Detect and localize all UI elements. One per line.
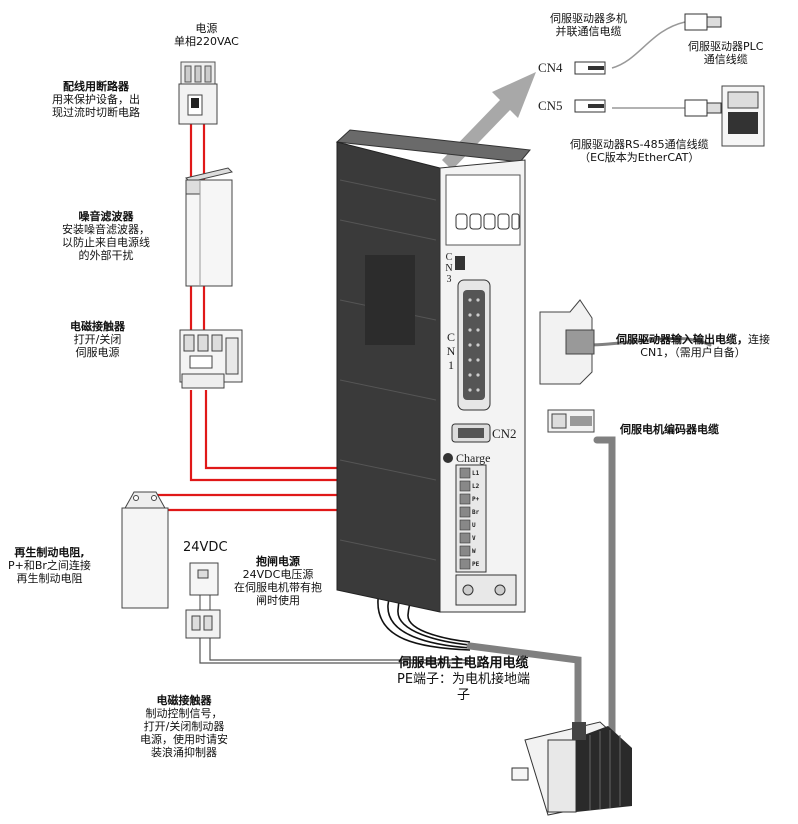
cn3-label: C N 3 xyxy=(445,252,453,285)
main-cable-label: 伺服电机主电路用电缆 PE端子：为电机接地端 子 xyxy=(397,656,531,703)
terminal-p: P+ xyxy=(472,496,480,503)
encoder-cable-label: 伺服电机编码器电缆 xyxy=(620,423,719,436)
noise-filter-label: 噪音滤波器 安装噪音滤波器， 以防止来自电源线 的外部干扰 xyxy=(62,210,150,262)
io-connector xyxy=(539,299,595,385)
rj45-plug-top xyxy=(684,13,722,31)
io-cable-label: 伺服驱动器输入输出电缆，连接 CN1，（需用户自备） xyxy=(616,333,770,359)
multi-cable-label: 伺服驱动器多机 并联通信电缆 xyxy=(550,12,627,38)
plc-device xyxy=(721,85,765,147)
noise-filter xyxy=(185,167,233,287)
cn5-label: CN5 xyxy=(538,98,563,113)
cn1-label: C N 1 xyxy=(446,330,456,372)
encoder-connector xyxy=(547,409,595,433)
plc-cable-label: 伺服驱动器PLC 通信线缆 xyxy=(688,40,764,66)
charge-label: Charge xyxy=(456,451,491,465)
terminal-u: U xyxy=(472,522,476,529)
brake-power-label: 抱闸电源 24VDC电压源 在伺服电机带有抱 闸时使用 xyxy=(234,555,322,607)
cn2-label: CN2 xyxy=(492,426,517,441)
terminal-l2: L2 xyxy=(472,483,480,490)
terminal-br: Br xyxy=(472,509,480,516)
dc24-label: 24VDC xyxy=(183,540,228,555)
contactor-2-label: 电磁接触器 制动控制信号， 打开/关闭制动器 电源，使用时请安 装浪涌抑制器 xyxy=(140,694,228,759)
terminal-pe: PE xyxy=(472,561,480,568)
terminal-v: V xyxy=(472,535,476,542)
gray-cables xyxy=(466,336,712,744)
cn5-connector xyxy=(574,99,606,113)
power-label: 电源 单相220VAC xyxy=(174,22,239,48)
rj45-plug-bottom xyxy=(684,99,722,117)
breaker-label: 配线用断路器 用来保护设备，出 现过流时切断电路 xyxy=(52,80,140,119)
regen-resistor xyxy=(121,491,169,609)
rs485-cable-label: 伺服驱动器RS-485通信线缆 （EC版本为EtherCAT） xyxy=(570,138,709,164)
cn4-label: CN4 xyxy=(538,60,563,75)
servo-drive xyxy=(335,129,531,613)
cn4-connector xyxy=(574,61,606,75)
circuit-breaker xyxy=(178,61,218,125)
contactor-1-label: 电磁接触器 打开/关闭 伺服电源 xyxy=(70,320,125,359)
contactor-1 xyxy=(179,329,243,389)
brake-power-supply xyxy=(185,562,221,639)
regen-label: 再生制动电阻, P+和Br之间连接 再生制动电阻 xyxy=(8,546,91,585)
terminal-w: W xyxy=(472,548,476,555)
servo-motor xyxy=(511,721,632,816)
terminal-l1: L1 xyxy=(472,470,480,477)
